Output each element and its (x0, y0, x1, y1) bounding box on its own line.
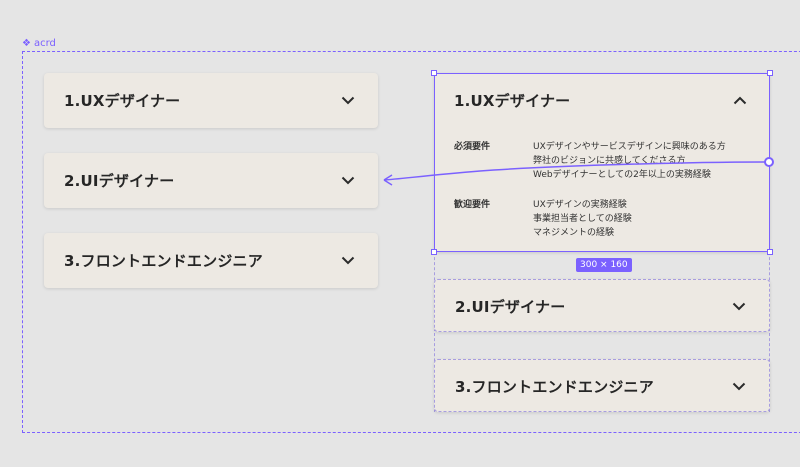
welcome-label: 歓迎要件 (454, 200, 491, 210)
chevron-down-icon[interactable] (340, 173, 356, 189)
resize-handle-bottom-right[interactable] (767, 249, 773, 255)
welcome-line: マネジメントの経験 (533, 228, 615, 238)
accordion-title: 1.UXデザイナー (64, 92, 181, 110)
welcome-line: UXデザインの実務経験 (533, 200, 627, 210)
resize-handle-top-right[interactable] (767, 70, 773, 76)
resize-handle-top-left[interactable] (431, 70, 437, 76)
accordion-item-ux-expanded[interactable]: 1.UXデザイナー 必須要件 UXデザインやサービスデザインに興味のある方 弊社… (434, 73, 770, 252)
required-row: 必須要件 UXデザインやサービスデザインに興味のある方 弊社のビジョンに共感して… (454, 140, 758, 182)
accordion-title: 3.フロントエンドエンジニア (64, 252, 263, 270)
size-badge: 300 × 160 (576, 258, 632, 272)
required-label: 必須要件 (454, 142, 491, 152)
component-icon: ❖ (22, 38, 31, 49)
frame-outline (22, 51, 800, 433)
accordion-item-ux[interactable]: 1.UXデザイナー (44, 73, 378, 128)
chevron-down-icon[interactable] (340, 253, 356, 269)
chevron-up-icon[interactable] (732, 93, 748, 109)
accordion-title: 2.UIデザイナー (64, 172, 175, 190)
accordion-item-frontend[interactable]: 3.フロントエンドエンジニア (44, 233, 378, 288)
required-line: 弊社のビジョンに共感してくださる方 (533, 156, 686, 166)
resize-handle-bottom-left[interactable] (431, 249, 437, 255)
required-line: Webデザイナーとしての2年以上の実務経験 (533, 170, 711, 180)
frame-label[interactable]: ❖ acrd (22, 38, 56, 49)
welcome-line: 事業担当者としての経験 (533, 214, 632, 224)
accordion-item-frontend-variant[interactable]: 3.フロントエンドエンジニア (434, 359, 770, 412)
accordion-title: 3.フロントエンドエンジニア (455, 378, 654, 396)
accordion-content: 必須要件 UXデザインやサービスデザインに興味のある方 弊社のビジョンに共感して… (454, 140, 758, 256)
accordion-title: 1.UXデザイナー (454, 92, 571, 110)
required-line: UXデザインやサービスデザインに興味のある方 (533, 142, 726, 152)
connector-handle[interactable] (764, 157, 774, 167)
accordion-item-ui[interactable]: 2.UIデザイナー (44, 153, 378, 208)
accordion-title: 2.UIデザイナー (455, 298, 566, 316)
chevron-down-icon[interactable] (731, 379, 747, 395)
chevron-down-icon[interactable] (340, 93, 356, 109)
frame-name: acrd (33, 38, 56, 49)
accordion-item-ui-variant[interactable]: 2.UIデザイナー (434, 279, 770, 332)
chevron-down-icon[interactable] (731, 299, 747, 315)
welcome-row: 歓迎要件 UXデザインの実務経験 事業担当者としての経験 マネジメントの経験 (454, 198, 758, 240)
